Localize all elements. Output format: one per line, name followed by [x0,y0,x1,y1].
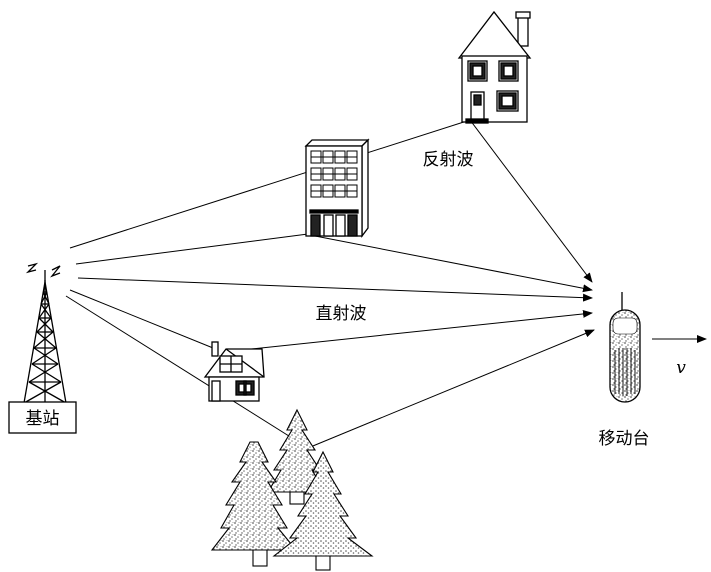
antenna-signal-right [50,265,61,278]
path-bs-to-small-house [69,289,219,351]
small-house [203,341,265,402]
tree-left [210,441,298,567]
base-station-label: 基站 [26,409,60,429]
path-direct [77,277,593,302]
mobile-station [609,292,641,403]
base-station-label-box: 基站 [8,401,77,434]
tree-right [272,450,374,571]
path-house-top-to-mobile [469,119,593,283]
velocity-label: v [676,358,686,378]
path-trees-to-mobile [307,329,595,449]
path-bs-to-trees [65,295,309,449]
tree-back [267,408,326,505]
path-bs-to-apartment [75,233,309,265]
trees [210,408,374,571]
reflected-wave-label: 反射波 [423,150,474,170]
direct-wave-label: 直射波 [316,304,367,324]
path-bs-to-house-top [69,119,471,249]
apartment-building [304,138,370,238]
path-small-house-to-mobile [241,309,593,351]
base-station-tower [23,262,67,404]
antenna-signal-left [25,262,39,274]
propagation-paths [65,119,707,449]
mobile-station-label: 移动台 [599,429,650,449]
path-apartment-to-mobile [309,234,593,293]
house-top [457,10,532,124]
